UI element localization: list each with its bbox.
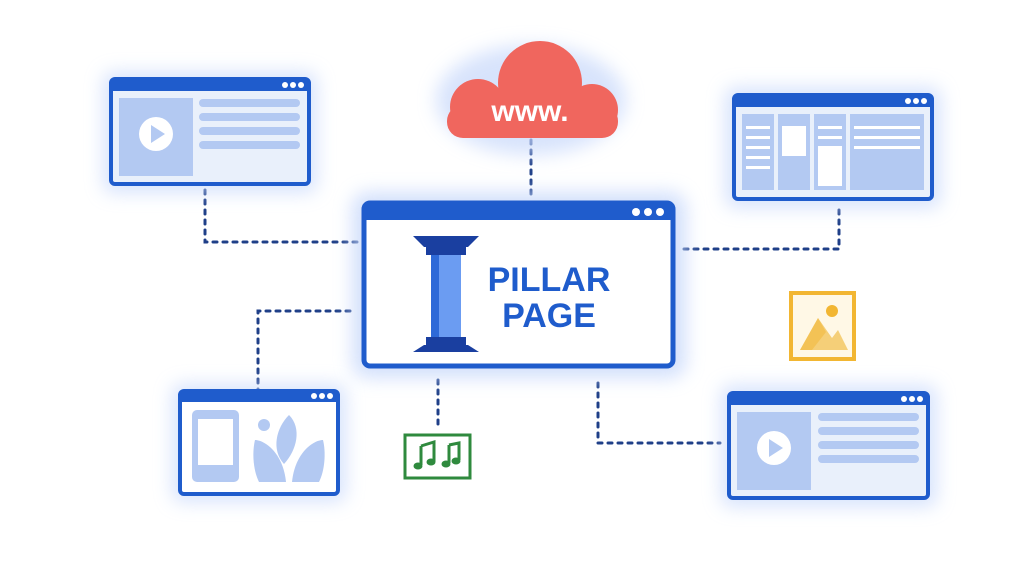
window-table-top-right bbox=[725, 87, 941, 208]
pillar-icon bbox=[413, 236, 479, 352]
play-icon bbox=[757, 431, 791, 465]
window-video-bottom-right bbox=[721, 385, 937, 507]
connectors bbox=[203, 138, 841, 445]
cloud-icon: www. bbox=[436, 41, 626, 155]
mobile-device-icon bbox=[192, 410, 239, 482]
window-video-top-left bbox=[103, 72, 317, 193]
leaf-image-icon bbox=[253, 415, 325, 482]
music-notes-icon bbox=[403, 433, 472, 480]
cloud-label: www. bbox=[490, 95, 568, 128]
play-icon bbox=[139, 117, 173, 151]
connector-top-right bbox=[682, 203, 841, 251]
image-icon bbox=[789, 291, 856, 361]
window-controls bbox=[632, 208, 664, 216]
pillar-title-line2: PAGE bbox=[502, 297, 596, 335]
connector-bottom-right bbox=[596, 381, 722, 445]
pillar-title-line1: PILLAR bbox=[488, 261, 611, 299]
window-mobile-bottom-left bbox=[172, 384, 346, 502]
connector-top-left bbox=[203, 188, 364, 244]
pillar-page-window: PILLAR PAGE bbox=[352, 192, 686, 378]
connector-bottom-left bbox=[256, 309, 352, 394]
